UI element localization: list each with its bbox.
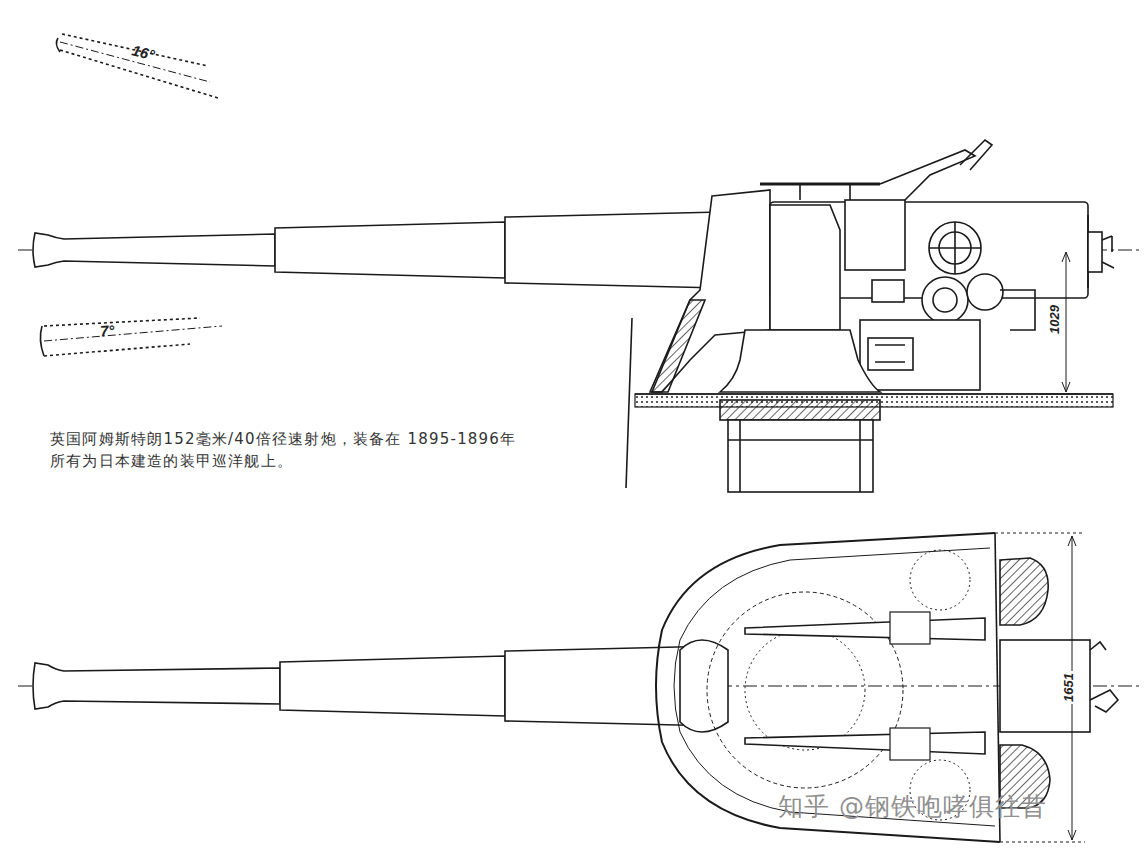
angle-label: 16° bbox=[130, 42, 156, 64]
caption-text: 英国阿姆斯特朗152毫米/40倍径速射炮，装备在 1895-1896年所有为日本… bbox=[50, 428, 532, 472]
watermark: 知乎 @钢铁咆哮俱往昔 bbox=[778, 790, 1047, 823]
angle-label: 7° bbox=[99, 322, 114, 340]
dimension-label: 1651 bbox=[1061, 671, 1076, 704]
dimension-label: 1029 bbox=[1047, 303, 1062, 336]
